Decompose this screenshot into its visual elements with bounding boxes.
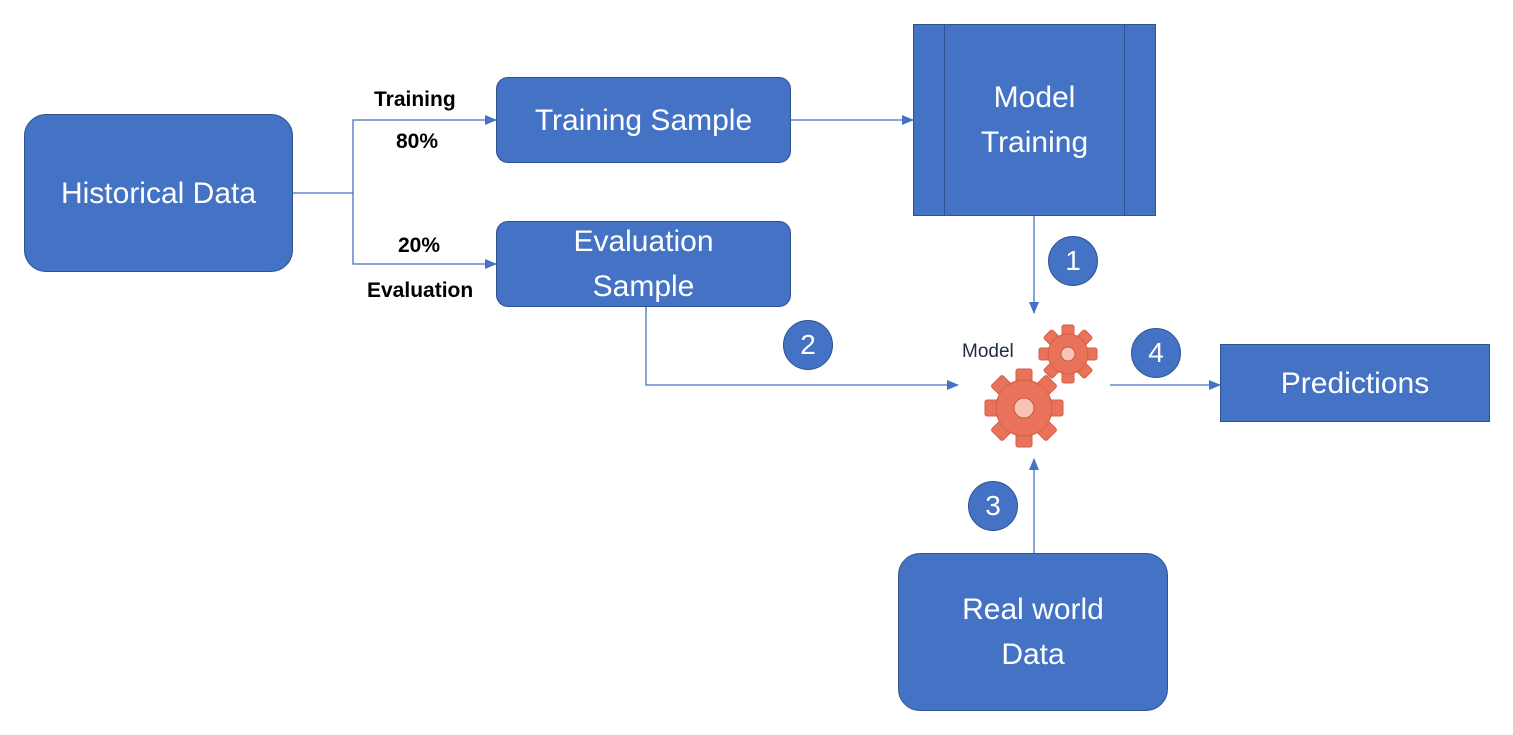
connector-historical-to-training — [293, 115, 497, 194]
historical-data-label: Historical Data — [60, 176, 257, 210]
connector-historical-to-evaluation — [352, 193, 497, 269]
edge-label-evaluation: Evaluation — [367, 279, 474, 302]
step-badge-1: 1 — [1048, 236, 1098, 286]
model-label: Model — [962, 341, 1014, 362]
real-world-data-label: Real world Data — [962, 593, 1104, 671]
historical-data-node: Historical Data — [24, 114, 293, 272]
predictions-label: Predictions — [1280, 366, 1430, 400]
step-badge-3: 3 — [968, 481, 1018, 531]
real-world-data-node: Real world Data — [898, 553, 1168, 711]
training-sample-node: Training Sample — [496, 77, 791, 163]
edge-label-training: Training — [374, 88, 456, 111]
large-gear-icon — [984, 368, 1064, 448]
connector-evaluation-to-model — [645, 307, 959, 390]
edge-label-evaluation-pct: 20% — [398, 234, 441, 257]
small-gear-icon — [1038, 324, 1098, 384]
model-training-left-bar — [944, 25, 945, 215]
training-sample-label: Training Sample — [534, 103, 753, 137]
model-training-right-bar — [1124, 25, 1125, 215]
gears-icon — [984, 324, 1098, 448]
edge-label-training-pct: 80% — [396, 130, 439, 153]
evaluation-sample-label: Evaluation Sample — [573, 225, 714, 303]
model-training-label: Model Training — [980, 81, 1089, 159]
evaluation-sample-node: Evaluation Sample — [496, 221, 791, 307]
step-badge-2: 2 — [783, 320, 833, 370]
step-badge-4: 4 — [1131, 328, 1181, 378]
model-training-node: Model Training — [913, 24, 1156, 216]
predictions-node: Predictions — [1220, 344, 1490, 422]
